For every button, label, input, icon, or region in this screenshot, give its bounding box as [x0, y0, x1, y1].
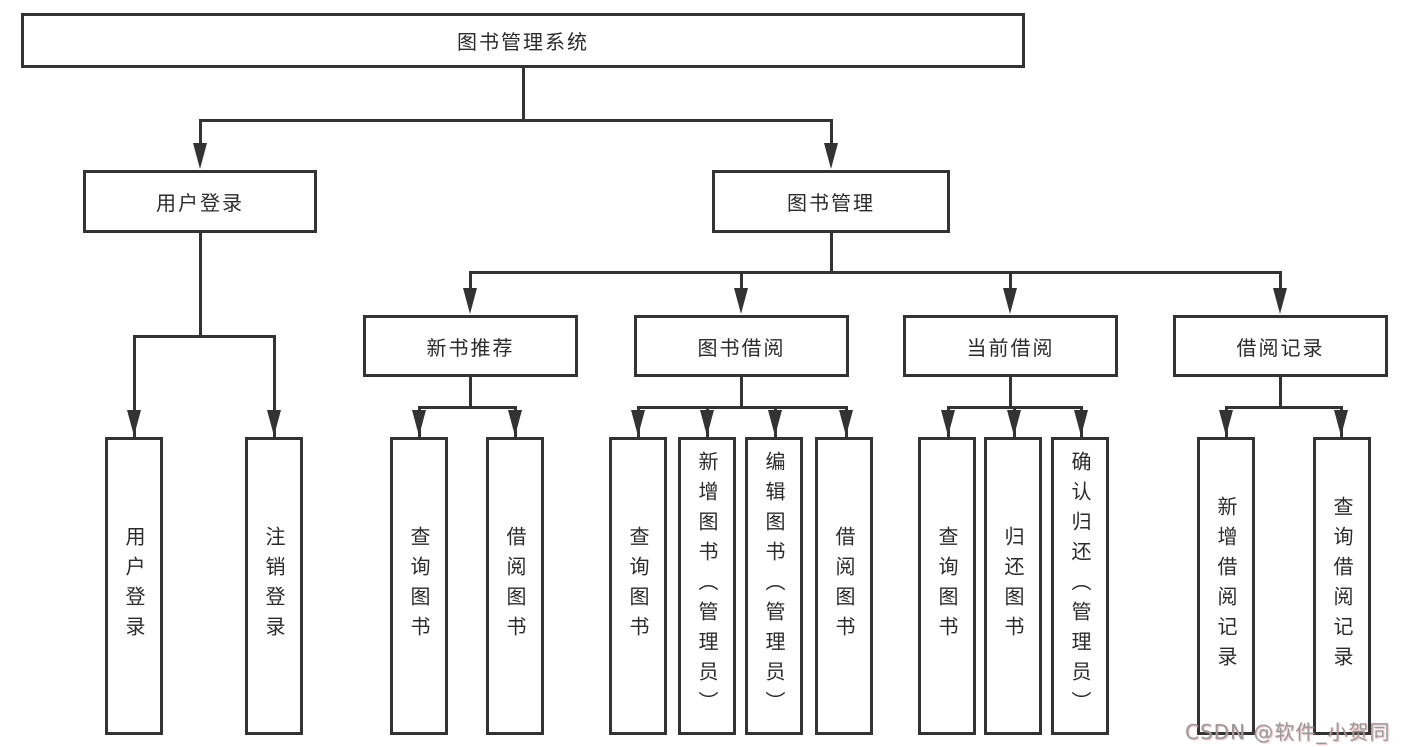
tree-connector — [637, 406, 847, 409]
tree-connector — [1009, 377, 1012, 409]
tree-connector — [740, 271, 743, 291]
leaf-query-books-borrowing: 查询图书 — [609, 437, 667, 735]
node-label: 图书借阅 — [697, 335, 786, 360]
arrowhead-down-icon — [193, 143, 207, 169]
arrowhead-down-icon — [1334, 410, 1348, 436]
node-label: 图书管理系统 — [457, 30, 589, 54]
tree-connector — [199, 119, 833, 122]
node-label: 新增图书（管理员） — [695, 451, 719, 721]
arrowhead-down-icon — [127, 410, 141, 436]
node-label: 图书管理 — [787, 191, 875, 215]
leaf-query-borrow-record: 查询借阅记录 — [1313, 437, 1371, 735]
arrowhead-down-icon — [700, 410, 714, 436]
leaf-logout: 注销登录 — [245, 437, 303, 735]
arrowhead-down-icon — [1219, 410, 1233, 436]
leaf-query-books-recommend: 查询图书 — [390, 437, 448, 735]
node-label: 借阅图书 — [832, 526, 856, 646]
tree-connector — [1225, 406, 1342, 409]
node-label: 新增借阅记录 — [1214, 496, 1238, 676]
leaf-borrow-books: 借阅图书 — [815, 437, 873, 735]
node-label: 当前借阅 — [966, 335, 1055, 360]
node-label: 查询图书 — [626, 526, 650, 646]
node-book-management: 图书管理 — [712, 170, 950, 233]
tree-connector — [469, 377, 472, 409]
node-label: 借阅图书 — [503, 526, 527, 646]
tree-connector — [469, 271, 1282, 274]
tree-connector — [199, 233, 202, 338]
node-library-management-system: 图书管理系统 — [21, 13, 1025, 68]
tree-connector — [133, 335, 276, 338]
tree-connector — [830, 233, 833, 274]
arrowhead-down-icon — [734, 288, 748, 314]
node-label: 查询图书 — [935, 526, 959, 646]
node-label: 编辑图书（管理员） — [762, 451, 786, 721]
node-borrowing-records: 借阅记录 — [1173, 315, 1388, 377]
tree-connector — [199, 119, 202, 147]
leaf-return-books: 归还图书 — [984, 437, 1042, 735]
tree-connector — [522, 68, 525, 121]
arrowhead-down-icon — [768, 410, 782, 436]
node-label: 新书推荐 — [426, 335, 515, 360]
arrowhead-down-icon — [631, 410, 645, 436]
node-label: 确认归还（管理员） — [1068, 451, 1092, 721]
csdn-watermark: CSDN @软件_小贺同学 — [1185, 720, 1391, 744]
tree-connector — [1009, 271, 1012, 291]
node-label: 用户登录 — [122, 526, 146, 646]
node-label: 注销登录 — [262, 526, 286, 646]
leaf-add-borrow-record: 新增借阅记录 — [1197, 437, 1255, 735]
arrowhead-down-icon — [1074, 410, 1088, 436]
arrowhead-down-icon — [508, 410, 522, 436]
tree-connector — [469, 271, 472, 291]
node-book-borrowing: 图书借阅 — [634, 315, 849, 377]
node-user-login: 用户登录 — [83, 170, 317, 233]
arrowhead-down-icon — [824, 143, 838, 169]
leaf-query-books-current: 查询图书 — [918, 437, 976, 735]
tree-connector — [830, 119, 833, 147]
leaf-borrow-books-recommend: 借阅图书 — [486, 437, 544, 735]
leaf-add-book-admin: 新增图书（管理员） — [678, 437, 736, 735]
arrowhead-down-icon — [1007, 410, 1021, 436]
node-label: 借阅记录 — [1236, 335, 1325, 360]
tree-connector — [1279, 271, 1282, 291]
tree-connector — [1279, 377, 1282, 409]
arrowhead-down-icon — [412, 410, 426, 436]
arrowhead-down-icon — [1273, 288, 1287, 314]
arrowhead-down-icon — [839, 410, 853, 436]
node-new-book-recommend: 新书推荐 — [363, 315, 578, 377]
node-label: 归还图书 — [1001, 526, 1025, 646]
arrowhead-down-icon — [941, 410, 955, 436]
tree-connector — [418, 406, 517, 409]
node-label: 查询图书 — [407, 526, 431, 646]
tree-connector — [740, 377, 743, 409]
node-label: 用户登录 — [156, 191, 244, 215]
leaf-user-login: 用户登录 — [105, 437, 163, 735]
leaf-confirm-return-admin: 确认归还（管理员） — [1051, 437, 1109, 735]
arrowhead-down-icon — [1003, 288, 1017, 314]
tree-connector — [133, 335, 136, 437]
tree-connector — [273, 335, 276, 437]
node-current-borrowing: 当前借阅 — [903, 315, 1118, 377]
leaf-edit-book-admin: 编辑图书（管理员） — [745, 437, 803, 735]
arrowhead-down-icon — [267, 410, 281, 436]
arrowhead-down-icon — [463, 288, 477, 314]
node-label: 查询借阅记录 — [1330, 496, 1354, 676]
